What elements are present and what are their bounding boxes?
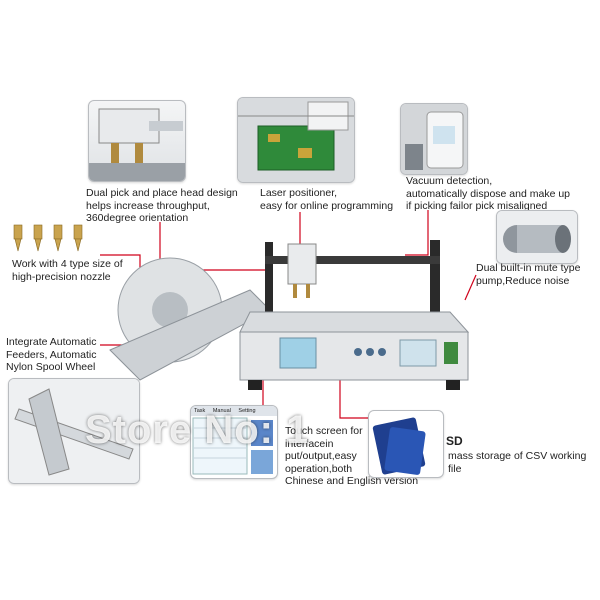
screen-table-icon: [192, 417, 273, 475]
tab-setting[interactable]: Setting: [238, 408, 256, 414]
caption-line: Laser positioner,: [260, 187, 338, 199]
leader-line-vacuum: [405, 210, 429, 256]
sd-card-icon: [372, 417, 426, 475]
caption-line: Chinese and English version: [285, 475, 419, 487]
pump-icon: [497, 211, 577, 263]
caption-line: Integrate Automatic: [6, 336, 97, 348]
tab-task[interactable]: Task: [194, 408, 206, 414]
dual-head-photo: [88, 100, 186, 182]
nozzle-icons: [13, 224, 83, 252]
caption-line: automatically dispose and make up: [406, 187, 571, 200]
caption-line: Vacuum detection,: [406, 175, 493, 187]
caption-line: if picking failor pick misaligned: [406, 200, 548, 212]
caption-line: Dual pick and place head design: [86, 187, 238, 199]
feeder-caption: Integrate Automatic Feeders, Automatic N…: [6, 336, 116, 374]
sd-card-photo: [368, 410, 444, 478]
pump-caption: Dual built-in mute type pump,Reduce nois…: [476, 262, 596, 287]
laser-photo: [237, 97, 355, 183]
nozzle-caption: Work with 4 type size of high-precision …: [12, 258, 152, 283]
caption-line: Work with 4 type size of: [12, 258, 123, 270]
pick-head-icon: [287, 243, 317, 285]
caption-line: Feeders, Automatic: [6, 348, 97, 361]
caption-line: easy for online programming: [260, 199, 394, 212]
vacuum-photo: [400, 103, 468, 175]
caption-line: helps increase throughput,: [86, 199, 210, 212]
pick-head-icon: [89, 108, 185, 181]
touch-screen-photo: Task Manual Setting: [190, 405, 278, 479]
leader-line-pump: [464, 274, 477, 301]
laser-caption: Laser positioner, easy for online progra…: [260, 187, 410, 212]
caption-line: mass storage of CSV working file: [448, 450, 587, 475]
feeder-photo: [8, 378, 140, 484]
caption-line: Touch screen for: [285, 425, 363, 437]
pcb-board-icon: [238, 98, 354, 182]
vacuum-sensor-icon: [401, 104, 467, 174]
storage-caption: mass storage of CSV working file: [448, 450, 598, 475]
caption-line: Nylon Spool Wheel: [6, 361, 96, 373]
touch-caption: Touch screen for interfacein put/output,…: [285, 425, 435, 488]
caption-line: operation,both: [285, 462, 353, 475]
sd-label: SD: [446, 434, 463, 448]
touch-screen-panel: [279, 337, 317, 369]
caption-line: put/output,easy: [285, 450, 357, 462]
caption-line: interfacein: [285, 437, 334, 450]
vacuum-caption: Vacuum detection, automatically dispose …: [406, 175, 596, 213]
pump-photo: [496, 210, 578, 264]
dual-head-caption: Dual pick and place head design helps in…: [86, 187, 246, 225]
tab-manual[interactable]: Manual: [212, 408, 231, 414]
screen-tab-bar: Task Manual Setting: [191, 406, 277, 416]
caption-line: high-precision nozzle: [12, 270, 111, 283]
store-watermark: Store No: 1: [85, 408, 310, 452]
caption-line: Dual built-in mute type: [476, 262, 581, 274]
caption-line: 360degree orientation: [86, 212, 189, 224]
feeder-ruler-icon: [9, 379, 139, 483]
caption-line: pump,Reduce noise: [476, 274, 570, 287]
pick-and-place-machine: [109, 240, 470, 390]
